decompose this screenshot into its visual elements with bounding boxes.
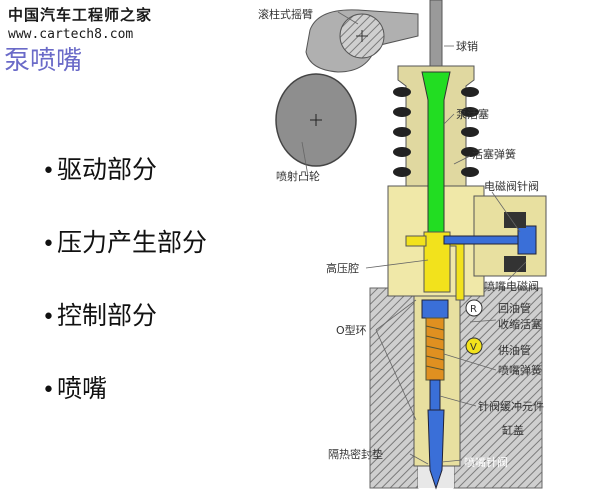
- label-ball-pin: 球销: [456, 39, 478, 53]
- label-high-pressure-chamber: 高压腔: [326, 261, 359, 275]
- label-o-ring: O型环: [336, 323, 367, 337]
- bullet-text: 驱动部分: [56, 155, 157, 184]
- injection-cam: [275, 73, 357, 167]
- label-plunger-spring: 活塞弹簧: [472, 147, 516, 161]
- nozzle-assembly: [421, 299, 449, 490]
- solenoid-coil: [504, 212, 526, 272]
- bullet-dot: •: [42, 305, 55, 330]
- ball-pin: [429, 0, 443, 73]
- watermark-site-name: 中国汽车工程师之家: [8, 6, 153, 24]
- label-retraction-piston: 收缩活塞: [498, 317, 542, 331]
- label-pump-plunger: 泵活塞: [456, 107, 489, 121]
- watermark-url: www.cartech8.com: [8, 27, 134, 42]
- leader-lines: [301, 11, 527, 465]
- return-marker: R: [465, 299, 483, 317]
- plunger-spring: [393, 87, 479, 177]
- bullet-text: 压力产生部分: [56, 228, 207, 257]
- bullet-list: •驱动部分 •压力产生部分 •控制部分 •喷嘴: [42, 150, 207, 442]
- bullet-item: •喷嘴: [42, 369, 207, 442]
- label-valve-needle: 电磁阀针阀: [484, 179, 539, 193]
- bullet-dot: •: [42, 378, 55, 403]
- bullet-dot: •: [42, 159, 55, 184]
- solenoid-valve-needle: [443, 225, 537, 255]
- label-nozzle-spring: 喷嘴弹簧: [498, 363, 542, 377]
- label-nozzle-needle: 喷嘴针阀: [464, 455, 508, 469]
- label-return-line: 回油管: [498, 301, 531, 315]
- label-heat-seal: 隔热密封垫: [328, 447, 383, 461]
- label-supply-line: 供油管: [498, 343, 531, 357]
- supply-marker: V: [465, 337, 483, 355]
- bullet-item: •控制部分: [42, 296, 207, 369]
- slide-title: 泵喷嘴: [4, 46, 83, 76]
- supply-marker-letter: V: [470, 342, 477, 353]
- roller-rocker-arm: [305, 9, 419, 73]
- label-cylinder-head: 缸盖: [502, 423, 524, 437]
- bullet-item: •压力产生部分: [42, 223, 207, 296]
- bullet-dot: •: [42, 232, 55, 257]
- label-needle-damper: 针阀缓冲元件: [478, 399, 544, 413]
- bullet-text: 控制部分: [56, 301, 157, 330]
- label-solenoid-valve: 喷嘴电磁阀: [484, 279, 539, 293]
- return-marker-letter: R: [470, 304, 477, 315]
- label-injection-cam: 喷射凸轮: [276, 169, 320, 183]
- label-roller-rocker-arm: 滚柱式摇臂: [258, 7, 313, 21]
- bullet-item: •驱动部分: [42, 150, 207, 223]
- bullet-text: 喷嘴: [56, 374, 107, 403]
- unit-injector-diagram: R V 滚柱式摇臂 球销 泵活塞 活塞弹簧 喷射凸: [258, 0, 547, 490]
